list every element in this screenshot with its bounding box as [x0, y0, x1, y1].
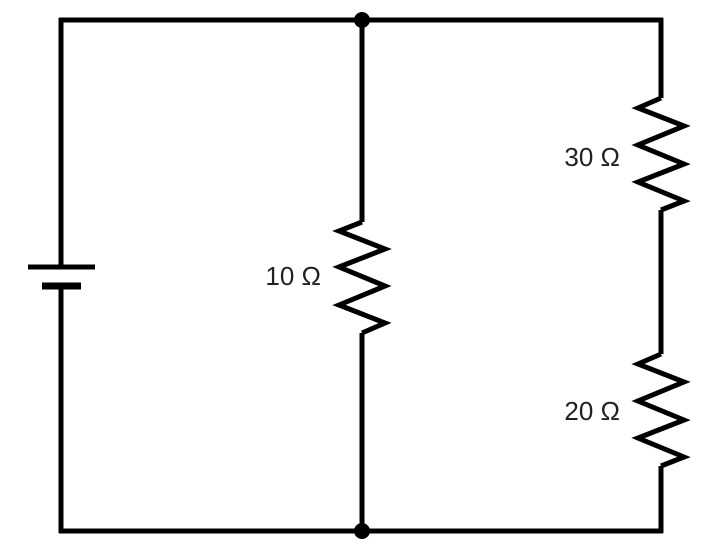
resistor-20-ohm: 20 Ω — [564, 351, 691, 469]
resistor-zigzag-icon — [332, 219, 392, 336]
battery-icon — [28, 264, 95, 290]
resistor-zigzag-icon — [631, 95, 691, 213]
junction-top — [354, 12, 370, 28]
resistor-10-ohm-label: 10 Ω — [265, 261, 321, 291]
resistor-zigzag-icon — [631, 351, 691, 469]
resistor-20-ohm-label: 20 Ω — [564, 396, 620, 426]
junction-bottom — [354, 523, 370, 539]
resistor-30-ohm: 30 Ω — [564, 95, 691, 213]
resistor-30-ohm-label: 30 Ω — [564, 142, 620, 172]
resistor-10-ohm: 10 Ω — [265, 219, 392, 336]
